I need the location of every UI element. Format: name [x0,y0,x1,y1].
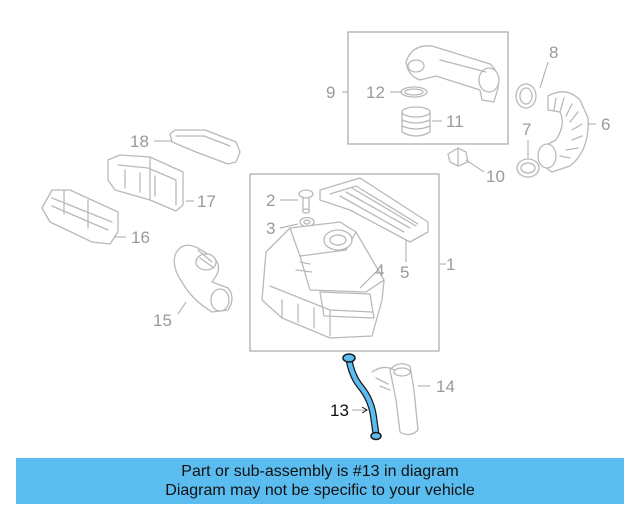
part-2-bolt [298,189,314,214]
part-15-elbow-hose [173,244,233,313]
banner-line-disclaimer: Diagram may not be specific to your vehi… [165,482,475,499]
callout-18: 18 [130,132,149,151]
part-12-clamp [400,86,428,98]
part-11-sleeve [401,106,431,137]
part-8-clamp [515,83,537,109]
part-17-bracket [107,154,184,212]
callout-6: 6 [601,115,610,134]
callout-4: 4 [375,261,384,280]
callout-3: 3 [266,219,275,238]
callout-10: 10 [486,167,505,186]
callout-7: 7 [522,120,531,139]
exploded-parts-diagram: 1 2 3 4 5 6 7 8 9 10 11 12 13 14 15 16 1… [41,31,610,441]
part-7-clamp [516,158,540,178]
part-14-hose [371,363,419,436]
callout-16: 16 [131,228,150,247]
callout-5: 5 [400,263,409,282]
part-9-intake-tube [405,45,500,103]
callout-12: 12 [366,83,385,102]
callout-9: 9 [326,83,335,102]
callout-11: 11 [446,112,464,131]
part-6-corrugated-hose [537,91,589,173]
callout-8: 8 [549,43,558,62]
group-box-1 [249,173,440,352]
part-10-connector [447,147,469,167]
info-banner: Part or sub-assembly is #13 in diagram D… [16,458,624,504]
group-box-9 [347,31,509,145]
callout-14: 14 [436,377,455,396]
callout-17: 17 [197,192,216,211]
part-13-drain-hose-highlighted [342,353,382,441]
banner-line-part-number: Part or sub-assembly is #13 in diagram [181,463,459,480]
callout-2: 2 [266,191,275,210]
leader-lines [114,61,596,414]
callout-15: 15 [153,311,172,330]
part-5-filter-element [319,177,429,243]
part-4-air-box-housing [261,221,385,339]
callout-13: 13 [330,401,349,420]
part-18-cover [169,129,241,165]
callout-1: 1 [446,255,455,274]
part-16-duct [41,189,119,245]
